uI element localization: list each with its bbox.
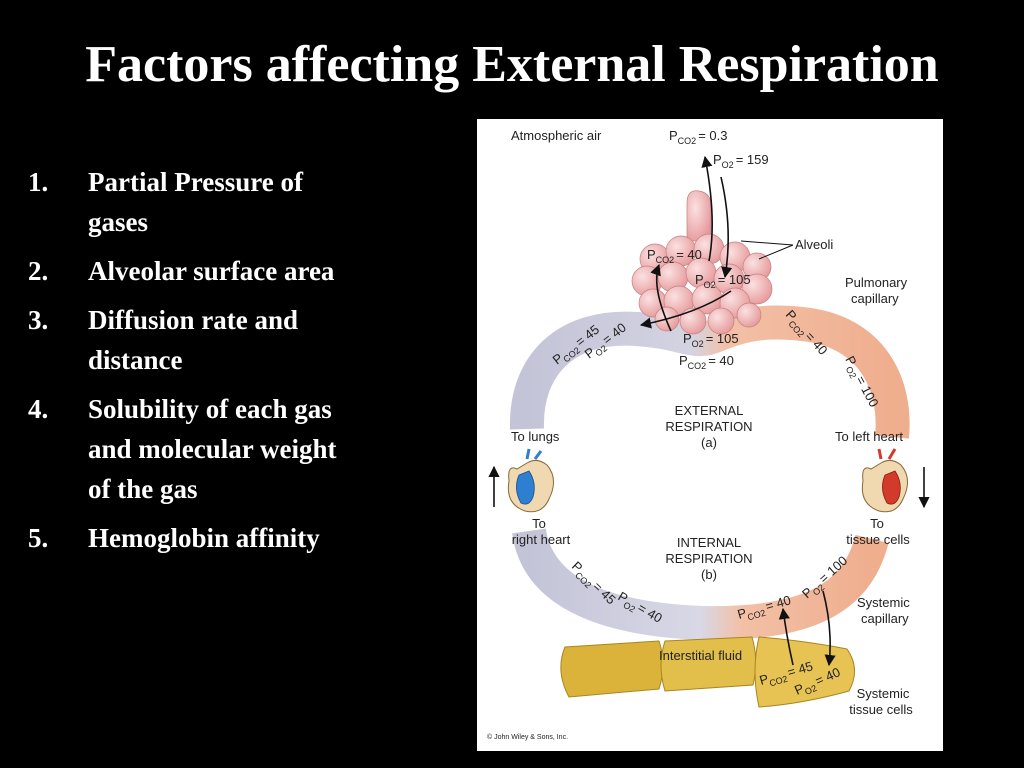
item-text: distance: [88, 345, 183, 375]
heart-icon: [861, 448, 908, 513]
item-number: 4.: [28, 394, 49, 424]
alveoli-label: Alveoli: [795, 237, 833, 252]
item-number: 2.: [28, 256, 49, 286]
pulmonary-mid-po2-label: PO2= 105: [683, 331, 739, 349]
pulmonary-capillary-vessel: [509, 305, 910, 439]
slide-title: Factors affecting External Respiration: [85, 36, 939, 93]
list-item: 1. Partial Pressure of gases: [28, 162, 428, 242]
item-text: gases: [88, 207, 148, 237]
respiration-diagram: Atmospheric air PCO2= 0.3 PO2= 159 Alveo…: [477, 119, 943, 751]
o2-inhale-arrow-icon: [720, 176, 733, 279]
pulmonary-mid-pco2-label: PCO2= 40: [679, 353, 734, 371]
item-number: 5.: [28, 523, 49, 553]
heart-icon: [507, 448, 554, 513]
item-text: Hemoglobin affinity: [88, 523, 320, 553]
list-item: 4. Solubility of each gas and molecular …: [28, 389, 428, 509]
systemic-tissue-cells: [560, 636, 855, 708]
item-text: Solubility of each gas: [88, 394, 332, 424]
to-left-heart-label: To left heart: [835, 429, 903, 444]
alveolar-po2-label: PO2= 105: [695, 272, 751, 290]
o2-to-tissue-arrow-icon: [822, 590, 836, 667]
atm-po2-label: PO2= 159: [713, 152, 769, 170]
o2-to-blood-arrow-icon: [639, 290, 732, 329]
list-item: 3. Diffusion rate and distance: [28, 300, 428, 380]
list-item: 5. Hemoglobin affinity: [28, 518, 428, 558]
item-text: and molecular weight: [88, 434, 337, 464]
co2-from-tissue-arrow-icon: [778, 607, 794, 666]
co2-to-alveoli-arrow-icon: [650, 263, 672, 332]
item-number: 1.: [28, 167, 49, 197]
atmospheric-air-label: Atmospheric air: [511, 128, 602, 143]
item-number: 3.: [28, 305, 49, 335]
tissue-pco2-label: PCO2= 45: [758, 658, 816, 690]
copyright-notice: © John Wiley & Sons, Inc.: [487, 733, 568, 741]
factors-list: 1. Partial Pressure of gases 2. Alveolar…: [28, 162, 428, 567]
co2-exhale-arrow-icon: [701, 155, 713, 262]
list-item: 2. Alveolar surface area: [28, 251, 428, 291]
systemic-capillary-vessel: [512, 527, 889, 641]
item-text: Partial Pressure of: [88, 167, 303, 197]
to-lungs-label: To lungs: [511, 429, 560, 444]
interstitial-fluid-label: Interstitial fluid: [659, 648, 742, 663]
item-text: of the gas: [88, 474, 198, 504]
item-text: Diffusion rate and: [88, 305, 299, 335]
item-text: Alveolar surface area: [88, 256, 335, 286]
atm-pco2-label: PCO2= 0.3: [669, 128, 727, 146]
alveoli-cluster: [631, 190, 773, 335]
alveolar-pco2-label: PCO2= 40: [647, 247, 702, 265]
systemic-right-pco2-label: PCO2= 40: [736, 592, 794, 624]
alveoli-leader-line: [740, 240, 794, 260]
